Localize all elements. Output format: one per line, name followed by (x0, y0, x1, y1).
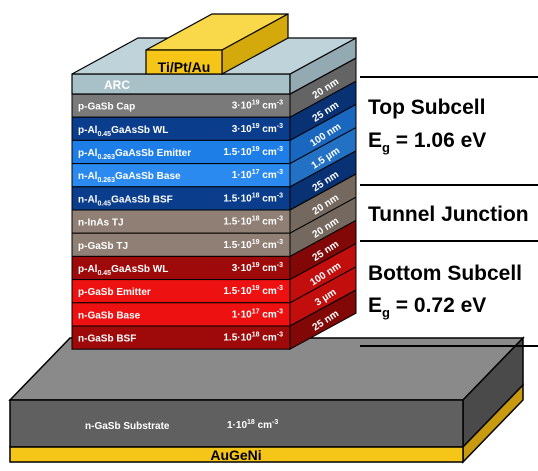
layer-side-face (289, 289, 357, 351)
separator-line-4 (360, 345, 538, 347)
layer-doping: 1.5·1018 cm-3 (223, 216, 283, 228)
substrate-doping: 1·1018 cm-3 (227, 419, 278, 431)
layer-doping: 1.5·1019 cm-3 (223, 239, 283, 251)
layer-doping: 1.5·1018 cm-3 (223, 192, 283, 204)
layer-name: n-GaSb Base (78, 310, 141, 321)
top-contact-label: Ti/Pt/Au (158, 59, 211, 75)
top-subcell-label: Top Subcell (368, 96, 486, 119)
bottom-bandgap-label: Eg = 0.72 eV (368, 294, 487, 321)
layer-doping: 1.5·1019 cm-3 (223, 146, 283, 158)
substrate-front-face (9, 399, 464, 448)
layer-doping: 1.5·1018 cm-3 (223, 332, 283, 344)
substrate-name: n-GaSb Substrate (85, 421, 170, 432)
separator-line-1 (360, 76, 538, 78)
top-contact-group: ARC Ti/Pt/Au (71, 12, 357, 96)
layer-doping: 1·1017 cm-3 (232, 169, 283, 181)
layer-name: p-Al0.45GaAsSb WL (78, 125, 168, 138)
layer-doping: 1·1017 cm-3 (232, 308, 283, 320)
tunnel-junction-label: Tunnel Junction (368, 203, 529, 226)
back-contact-label: AuGeNi (210, 447, 261, 463)
layer-doping: 3·1019 cm-3 (232, 123, 283, 135)
separator-line-3 (360, 240, 538, 242)
separator-line-2 (360, 184, 538, 186)
layer-doping: 1.5·1019 cm-3 (223, 285, 283, 297)
top-bandgap-label: Eg = 1.06 eV (368, 129, 487, 156)
contact-front-face (145, 49, 223, 75)
layer-doping: 3·1019 cm-3 (232, 100, 283, 112)
layer-name: p-Al0.45GaAsSb WL (78, 264, 168, 277)
layer-name: n-GaSb BSF (78, 334, 136, 345)
layer-name: p-Al0.263GaAsSb Emitter (78, 148, 191, 161)
layer-name: n-InAs TJ (78, 218, 124, 229)
layer-name: n-Al0.263GaAsSb Base (78, 171, 181, 184)
layer-name: n-Al0.45GaAsSb BSF (78, 194, 173, 207)
back-contact-front (9, 446, 464, 463)
layer-name: p-GaSb Emitter (78, 287, 151, 298)
layer-name: p-GaSb Cap (78, 102, 135, 113)
layer-name: p-GaSb TJ (78, 241, 128, 252)
layer-doping: 3·1019 cm-3 (232, 262, 283, 274)
substrate-group: AuGeNi n-GaSb Substrate 1·1018 cm-3 (8, 336, 525, 464)
arc-label: ARC (104, 78, 130, 92)
bottom-subcell-label: Bottom Subcell (368, 262, 523, 285)
